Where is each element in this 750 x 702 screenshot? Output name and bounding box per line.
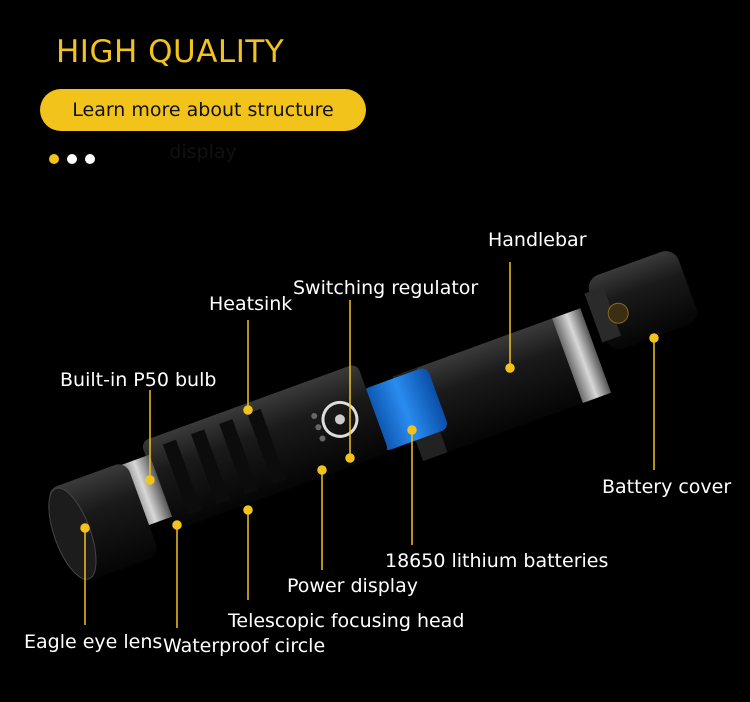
label-handlebar: Handlebar [488,229,587,251]
label-switching-regulator: Switching regulator [293,277,479,299]
lens-bezel [48,464,157,581]
label-waterproof-circle: Waterproof circle [163,635,326,657]
carousel-indicator[interactable] [49,154,95,164]
flashlight-head [117,365,388,529]
label-eagle-eye-lens: Eagle eye lens [24,631,163,653]
battery-cover [584,251,697,350]
label-telescopic-head: Telescopic focusing head [228,610,465,632]
carousel-dot[interactable] [67,154,77,164]
label-built-in-bulb: Built-in P50 bulb [60,369,217,391]
label-lithium-batteries: 18650 lithium batteries [385,550,609,572]
label-power-display: Power display [287,575,418,597]
carousel-dot[interactable] [85,154,95,164]
callout-lines [80,262,659,628]
label-heatsink: Heatsink [209,293,293,315]
battery [363,368,447,450]
structure-display-button[interactable]: Learn more about structure display [40,89,366,163]
page-title: HIGH QUALITY [56,34,285,70]
carousel-dot-active[interactable] [49,154,59,164]
label-battery-cover: Battery cover [602,476,732,498]
